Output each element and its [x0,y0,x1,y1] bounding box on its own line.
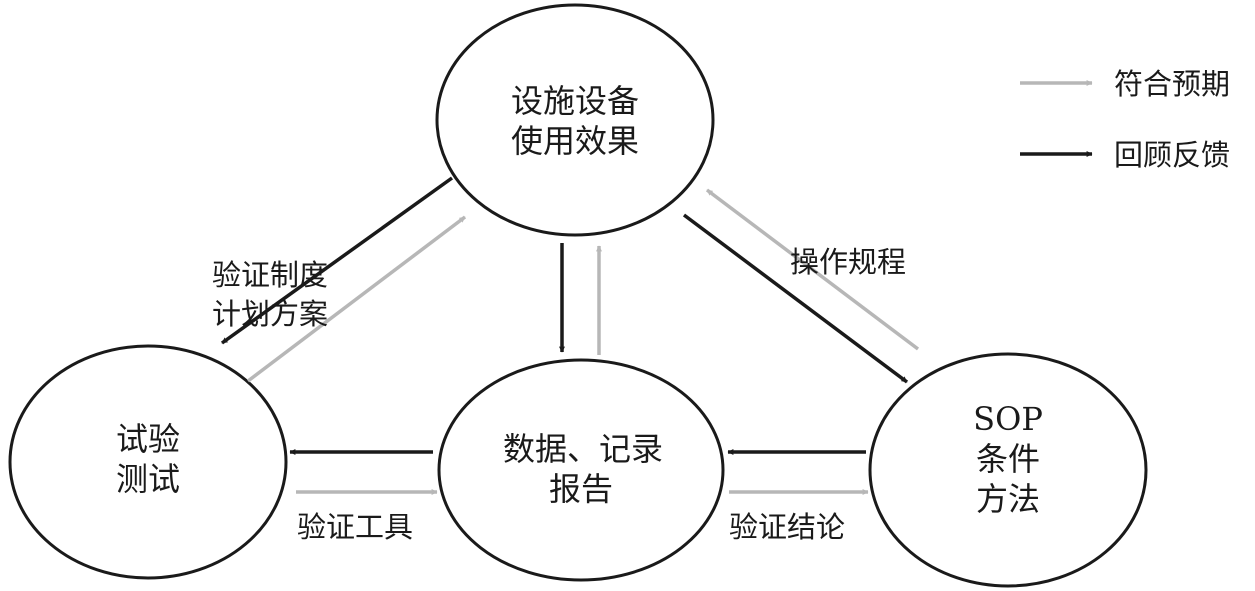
node-sop-line2: 条件 [976,440,1040,478]
node-sop-ellipse [868,352,1148,588]
arrow-facility-to-sop [682,213,909,384]
node-test: 试验 测试 [8,344,288,580]
node-sop: SOP 条件 方法 [868,352,1148,588]
legend: 符合预期 回顾反馈 [1020,67,1230,172]
node-data-ellipse [437,358,725,582]
node-facility-effect: 设施设备 使用效果 [435,3,715,237]
node-data-record: 数据、记录 报告 [437,358,725,582]
edge-label-plan-line2: 计划方案 [212,297,328,331]
edge-label-plan-line1: 验证制度 [212,258,328,292]
node-facility-line2: 使用效果 [511,122,639,160]
node-sop-line1: SOP [973,400,1043,438]
node-sop-line3: 方法 [976,480,1040,518]
arrow-test-to-facility [246,215,467,383]
node-facility-line1: 设施设备 [511,82,639,120]
edge-label-procedure: 操作规程 [790,245,906,279]
legend-conforming-label: 符合预期 [1114,67,1230,101]
node-data-line2: 报告 [549,470,613,508]
arrow-sop-to-facility [705,188,920,351]
edge-label-conclusion: 验证结论 [729,510,845,544]
node-test-ellipse [8,344,288,580]
legend-feedback-label: 回顾反馈 [1114,138,1230,172]
node-test-line1: 试验 [116,420,180,458]
node-facility-ellipse [435,3,715,237]
edge-label-tool: 验证工具 [297,510,413,544]
arrow-facility-to-test [220,176,454,345]
node-test-line2: 测试 [116,460,180,498]
node-data-line1: 数据、记录 [503,430,663,468]
